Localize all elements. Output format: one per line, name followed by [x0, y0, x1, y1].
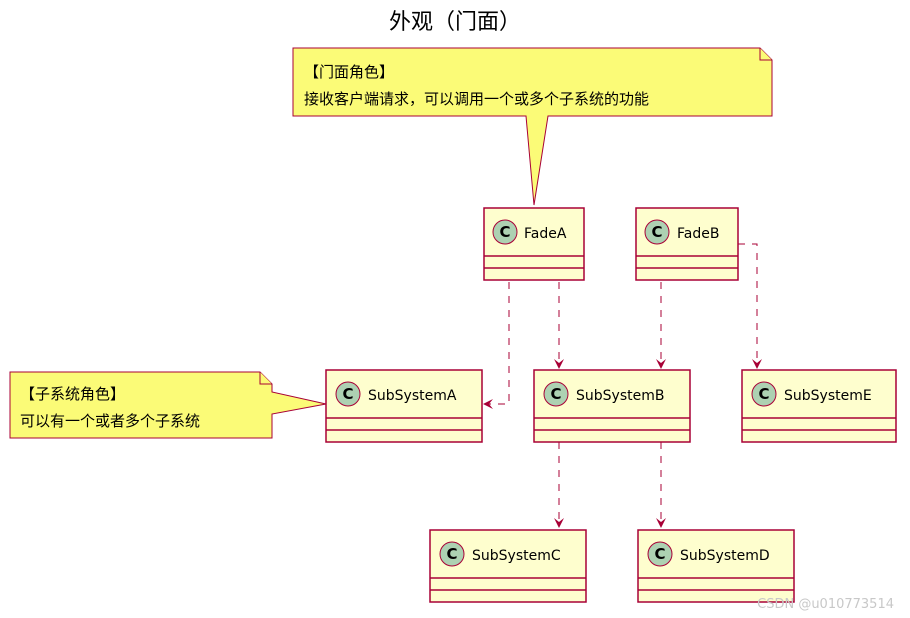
class-name: SubSystemE	[784, 388, 872, 404]
class-stereotype-icon	[751, 381, 777, 407]
class-stereotype-icon	[647, 541, 673, 567]
svg-text:C: C	[550, 385, 561, 403]
class-name: SubSystemA	[368, 388, 457, 404]
class-subsystemc[interactable]: C SubSystemC	[429, 529, 587, 603]
class-name: SubSystemB	[576, 388, 664, 404]
watermark: CSDN @u010773514	[757, 597, 894, 612]
class-stereotype-icon	[492, 219, 518, 245]
class-name: SubSystemC	[472, 548, 561, 564]
diagram-title: 外观（门面）	[389, 10, 521, 35]
class-fadea[interactable]: C FadeA	[483, 207, 585, 281]
class-name: FadeA	[524, 226, 567, 242]
class-subsystemb[interactable]: C SubSystemB	[533, 369, 691, 443]
class-subsysteme[interactable]: C SubSystemE	[741, 369, 897, 443]
facade-note-body: 接收客户端请求，可以调用一个或多个子系统的功能	[304, 90, 649, 108]
class-fadeb[interactable]: C FadeB	[635, 207, 739, 281]
class-subsystemd[interactable]: C SubSystemD	[637, 529, 795, 603]
svg-text:C: C	[651, 223, 662, 241]
class-subsystema[interactable]: C SubSystemA	[325, 369, 483, 443]
svg-text:C: C	[758, 385, 769, 403]
subsystem-role-note: 【子系统角色】 可以有一个或者多个子系统	[9, 371, 327, 439]
svg-text:C: C	[446, 545, 457, 563]
class-stereotype-icon	[644, 219, 670, 245]
class-stereotype-icon	[335, 381, 361, 407]
class-stereotype-icon	[439, 541, 465, 567]
facade-note-heading: 【门面角色】	[304, 63, 394, 81]
fadeb-to-subsysteme-arrow	[738, 243, 762, 369]
svg-text:C: C	[342, 385, 353, 403]
dependency-arrows	[483, 243, 762, 528]
facade-role-note: 【门面角色】 接收客户端请求，可以调用一个或多个子系统的功能	[292, 47, 773, 206]
class-name: FadeB	[677, 226, 719, 242]
svg-text:C: C	[499, 223, 510, 241]
svg-text:C: C	[654, 545, 665, 563]
class-stereotype-icon	[543, 381, 569, 407]
fadea-to-subsystema-arrow	[483, 282, 510, 409]
subsystem-note-heading: 【子系统角色】	[20, 385, 125, 403]
subsystem-note-body: 可以有一个或者多个子系统	[20, 412, 200, 430]
class-name: SubSystemD	[680, 548, 770, 564]
